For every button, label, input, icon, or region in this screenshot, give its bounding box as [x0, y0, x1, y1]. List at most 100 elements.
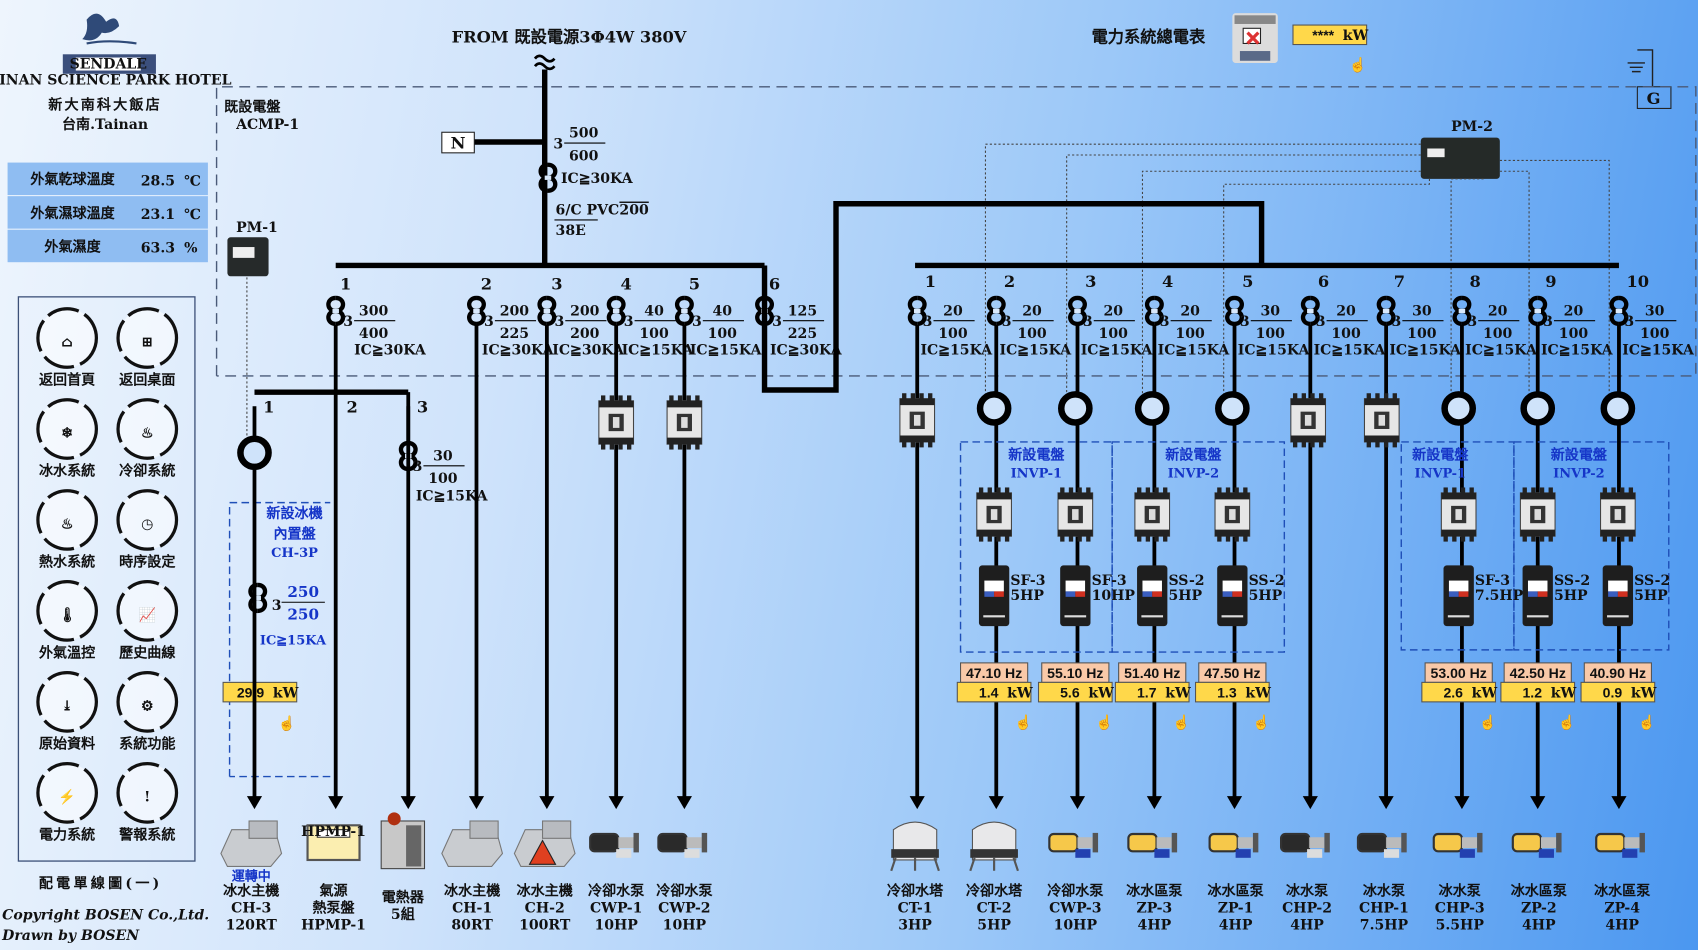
pump-on-icon[interactable]: [1511, 832, 1562, 858]
pointer-hand-icon[interactable]: ☝: [1096, 713, 1114, 731]
pointer-hand-icon[interactable]: ☝: [1349, 55, 1367, 73]
nav-button-2[interactable]: ⊞返回桌面: [116, 307, 179, 389]
chiller-icon[interactable]: [441, 820, 504, 868]
inverter-hp: 5HP: [1168, 588, 1202, 604]
pointer-hand-icon[interactable]: ☝: [1015, 713, 1033, 731]
frequency-readout[interactable]: 51.40 Hz: [1118, 662, 1187, 683]
pointer-hand-icon[interactable]: ☝: [1173, 713, 1191, 731]
pump-off-icon[interactable]: [1279, 832, 1330, 858]
nav-button-6[interactable]: ◷時序設定: [116, 489, 179, 571]
pointer-hand-icon[interactable]: ☝: [1558, 713, 1576, 731]
load-label-line: 冷卻水泵: [588, 883, 645, 900]
frequency-readout[interactable]: 55.10 Hz: [1041, 662, 1110, 683]
tower-icon[interactable]: [890, 821, 940, 872]
breaker-ic: IC≧15KA: [1158, 342, 1231, 358]
heatpump-icon[interactable]: HPMP-1: [301, 824, 366, 862]
tower-icon[interactable]: [969, 821, 1019, 872]
cable-size: 200: [619, 203, 649, 219]
heater-icon[interactable]: [380, 812, 426, 870]
pump-on-icon[interactable]: [1208, 832, 1259, 858]
breaker-frame-rating: 200: [570, 326, 600, 342]
pump-off-icon[interactable]: [1356, 832, 1407, 858]
nav-button-5[interactable]: ♨熱水系統: [36, 489, 99, 571]
pointer-hand-icon[interactable]: ☝: [1479, 713, 1497, 731]
contactor-icon: [1440, 487, 1477, 542]
pointer-hand-icon[interactable]: ☝: [278, 714, 296, 732]
arrow-head: [400, 796, 416, 810]
frequency-readout[interactable]: 47.50 Hz: [1198, 662, 1267, 683]
breaker-icon: [1225, 295, 1244, 327]
frequency-readout[interactable]: 42.50 Hz: [1503, 662, 1572, 683]
nav-button-7[interactable]: 🌡外氣溫控: [36, 580, 99, 662]
pump-off-icon[interactable]: [589, 832, 639, 858]
chiller-icon[interactable]: [220, 820, 283, 868]
pump-on-icon[interactable]: [1432, 832, 1483, 858]
power-meter-icon[interactable]: [1232, 13, 1278, 63]
frequency-readout[interactable]: 40.90 Hz: [1583, 662, 1652, 683]
nav-button-8[interactable]: 📈歷史曲線: [116, 580, 179, 662]
total-power-readout[interactable]: ****kW: [1292, 24, 1369, 46]
pump-on-icon[interactable]: [1595, 832, 1645, 858]
nav-button-11[interactable]: ⚡電力系統: [36, 761, 99, 844]
pump-on-icon[interactable]: [1127, 832, 1178, 858]
pump-off-icon[interactable]: [657, 832, 708, 858]
pointer-hand-icon[interactable]: ☝: [1253, 713, 1271, 731]
nav-button-9[interactable]: ⤓原始資料: [36, 671, 99, 753]
logo-plate-inner: [75, 57, 141, 71]
nav-button-1[interactable]: ⌂返回首頁: [36, 307, 99, 389]
pump-on-icon[interactable]: [1048, 832, 1099, 858]
nav-button-3[interactable]: ❄冰水系統: [36, 398, 99, 480]
nav-button-10[interactable]: ⚙系統功能: [116, 671, 179, 753]
frequency-readout[interactable]: 47.10 Hz: [959, 662, 1029, 683]
breaker-poles: 3: [272, 598, 282, 614]
chiller-alarm-icon[interactable]: [513, 820, 576, 868]
nav-button-12[interactable]: !警報系統: [116, 761, 179, 844]
nav-button-4[interactable]: ♨冷卻系統: [116, 398, 179, 480]
pointer-hand-icon[interactable]: ☝: [1638, 713, 1656, 731]
load-label-line: ZP-2: [1521, 900, 1557, 916]
frequency-readout[interactable]: 53.00 Hz: [1424, 662, 1493, 683]
breaker-frame-rating: 600: [569, 148, 599, 164]
